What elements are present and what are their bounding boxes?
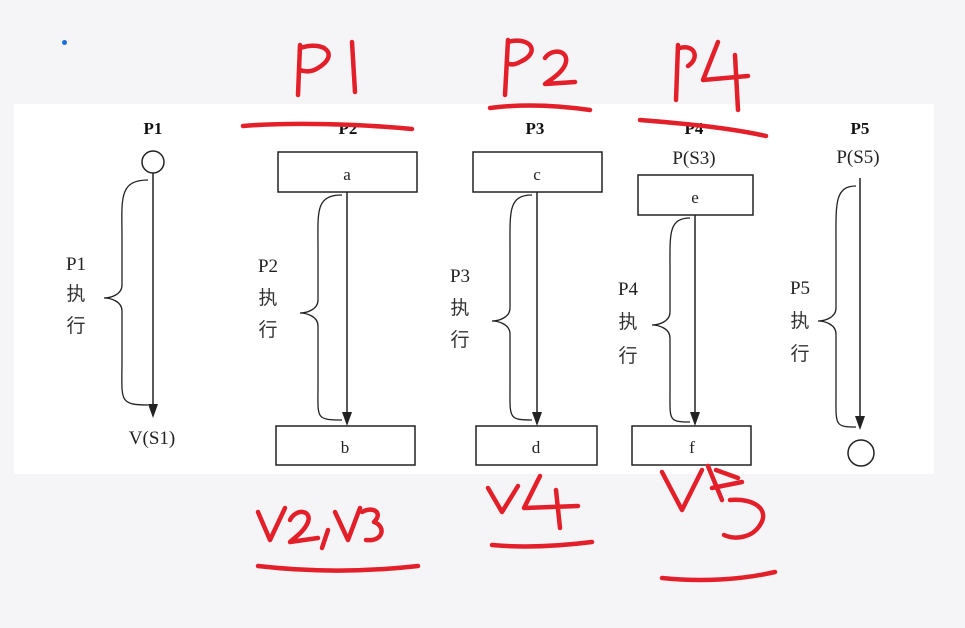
p3-side-label-3: 行 — [450, 329, 469, 351]
p4-side-label-2: 执 — [618, 311, 637, 333]
handwritten-annotations — [240, 37, 778, 583]
p2-box-bottom-label: b — [341, 438, 350, 457]
p4-side-label-3: 行 — [618, 345, 637, 367]
p4-arrowhead — [690, 412, 700, 426]
p3-brace — [491, 194, 533, 421]
ink-p1-letter-p — [295, 42, 331, 98]
p3-arrowhead — [532, 412, 542, 426]
ink-v2-digit — [287, 509, 321, 545]
p5-side-label-1: P5 — [790, 278, 810, 299]
p5-brace — [817, 185, 857, 428]
p5-side-label-3: 行 — [790, 343, 809, 365]
ink-v3-digit — [359, 507, 384, 543]
p3-side-label-1: P3 — [450, 266, 470, 287]
process-p4: P4 P(S3) e f P4 执 行 — [618, 119, 754, 466]
p4-box-top — [637, 174, 754, 216]
process-p2: P2 a b P2 执 行 — [258, 119, 418, 466]
p1-side-label-1: P1 — [66, 254, 86, 275]
p4-box-bottom — [631, 425, 752, 466]
p1-bottom-label: V(S1) — [129, 428, 175, 449]
p4-side-label-1: P4 — [618, 279, 639, 300]
ink-v3-letter-v — [332, 505, 363, 543]
p2-brace — [299, 194, 343, 421]
p2-arrowhead — [342, 412, 352, 426]
ink-underline-p3 — [487, 103, 593, 113]
ink-v4-digit — [521, 473, 581, 531]
ink-underline-p2 — [240, 121, 415, 132]
p1-start-node — [141, 150, 165, 174]
process-p5: P5 P(S5) P5 执 行 — [790, 119, 880, 467]
ink-v5-digit-scribble — [705, 463, 766, 540]
ink-v5-letter-v — [659, 467, 705, 513]
p1-arrowhead — [148, 404, 158, 418]
p2-box-top-label: a — [343, 165, 351, 184]
p2-side-label-1: P2 — [258, 256, 278, 277]
ink-underline-v2v3 — [255, 563, 421, 573]
p5-header: P5 — [851, 119, 870, 138]
p1-brace — [103, 179, 149, 406]
p4-top-label: P(S3) — [672, 148, 715, 169]
ink-p4-letter-p — [673, 42, 697, 103]
process-p1: P1 P1 执 行 V(S1) — [66, 119, 175, 449]
p4-brace — [651, 217, 691, 423]
ink-underline-p4 — [637, 117, 769, 139]
ink-p2-digit — [542, 49, 578, 87]
p2-box-top — [277, 151, 418, 193]
p1-header: P1 — [144, 119, 163, 138]
p3-side-label-2: 执 — [450, 297, 469, 319]
p1-side-label-2: 执 — [66, 283, 85, 305]
ink-p2-letter-p — [502, 37, 534, 98]
p4-box-top-label: e — [691, 188, 699, 207]
p5-side-label-2: 执 — [790, 310, 809, 332]
p1-side-label-3: 行 — [66, 315, 85, 337]
p4-box-bottom-label: f — [689, 438, 695, 457]
cursor-dot — [62, 40, 67, 45]
p3-header: P3 — [526, 119, 545, 138]
ink-v2-letter-v — [255, 505, 288, 543]
p5-end-node — [847, 439, 875, 467]
p5-arrowhead — [855, 416, 865, 430]
p2-side-label-2: 执 — [258, 287, 277, 309]
p2-box-bottom — [275, 425, 416, 466]
p2-side-label-3: 行 — [258, 319, 277, 341]
p4-header: P4 — [685, 119, 704, 138]
ink-underline-v4 — [489, 539, 595, 549]
p5-top-label: P(S5) — [836, 147, 879, 168]
ink-underline-v5 — [659, 569, 778, 583]
ink-comma — [319, 527, 331, 551]
p3-box-bottom-label: d — [532, 438, 541, 457]
p3-box-bottom — [475, 425, 598, 466]
ink-p4-digit — [700, 39, 751, 113]
p2-header: P2 — [339, 119, 358, 138]
ink-p1-digit — [349, 39, 358, 95]
p3-box-top-label: c — [533, 165, 541, 184]
process-p3: P3 c d P3 执 行 — [450, 119, 603, 466]
ink-v4-letter-v — [485, 483, 521, 515]
